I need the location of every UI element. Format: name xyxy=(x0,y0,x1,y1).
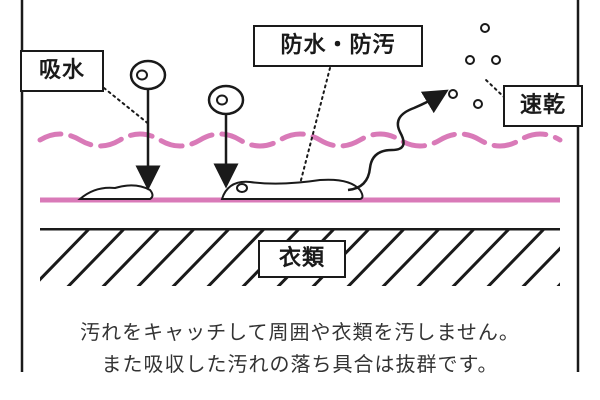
caption-line-2: また吸収した汚れの落ち具合は抜群です。 xyxy=(101,352,499,376)
caption-line-1: 汚れをキャッチして周囲や衣類を汚しません。 xyxy=(80,320,520,344)
label-clothes: 衣類 xyxy=(258,240,346,278)
vapor-bubbles xyxy=(448,23,501,109)
leader-absorb xyxy=(103,87,151,126)
label-quick-dry: 速乾 xyxy=(503,85,583,127)
leader-quickdry xyxy=(485,79,506,99)
droplet-left-icon xyxy=(129,59,167,191)
leader-waterproof xyxy=(299,67,331,185)
surface-stain-blob xyxy=(220,178,364,200)
droplet-middle-icon xyxy=(207,84,245,189)
evaporation-arrow xyxy=(347,89,449,192)
label-absorb: 吸水 xyxy=(20,50,104,92)
label-waterproof: 防水・防汚 xyxy=(253,25,423,67)
absorbed-stain-blob xyxy=(77,184,154,200)
wavy-top-layer xyxy=(37,131,563,149)
